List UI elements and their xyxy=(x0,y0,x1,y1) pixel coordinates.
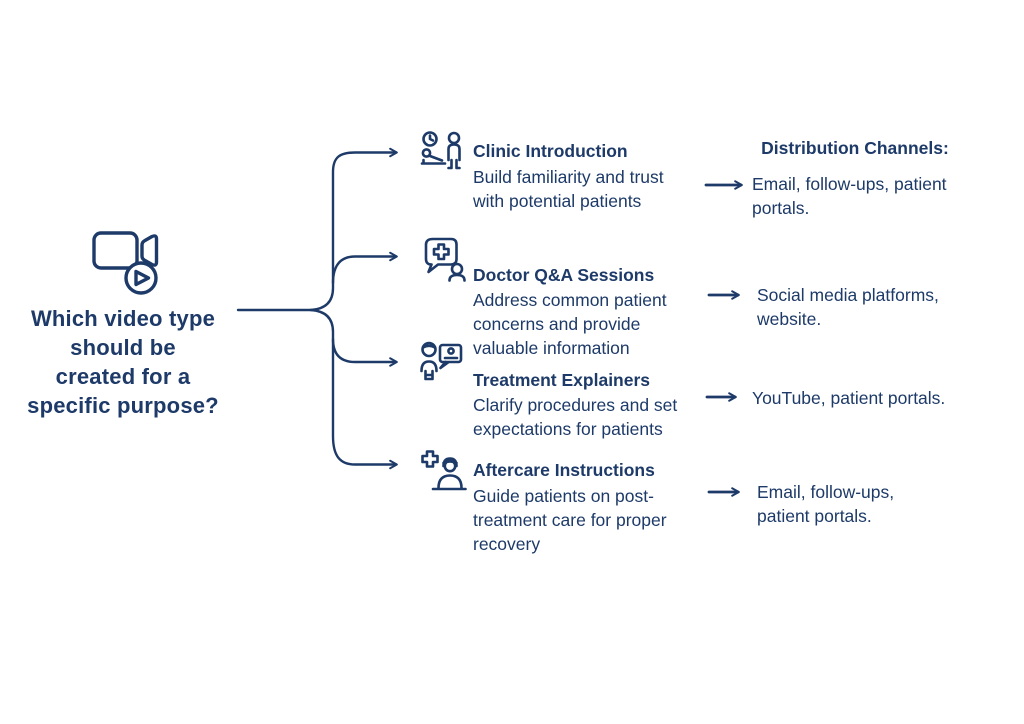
item-description: Guide patients on post- treatment care f… xyxy=(473,484,667,556)
nurse-medical-cross-icon xyxy=(419,448,469,498)
doctor-presentation-icon xyxy=(417,339,467,389)
item-description-line: Build familiarity and trust xyxy=(473,167,664,187)
item-title: Clinic Introduction xyxy=(473,141,628,161)
channel-entry-line: portals. xyxy=(752,198,810,218)
item-title: Aftercare Instructions xyxy=(473,460,655,480)
item-description-line: Address common patient xyxy=(473,290,667,310)
topic-title-line: specific purpose? xyxy=(27,393,219,418)
video-play-icon xyxy=(90,222,172,300)
channel-entry: Social media platforms, website. xyxy=(757,283,939,331)
item-title: Treatment Explainers xyxy=(473,370,651,390)
item-description-line: with potential patients xyxy=(473,191,642,211)
channel-entry-line: patient portals. xyxy=(757,506,872,526)
channel-entry-line: website. xyxy=(757,309,822,329)
item-description-line: concerns and provide xyxy=(473,314,641,334)
item-description-line: recovery xyxy=(473,534,541,554)
item-description-line: treatment care for proper xyxy=(473,510,667,530)
branch-1 xyxy=(309,147,398,312)
item-description-line: Guide patients on post- xyxy=(473,486,654,506)
item-description-line: valuable information xyxy=(473,338,630,358)
item-title: Doctor Q&A Sessions xyxy=(473,265,655,285)
channel-entry-line: Email, follow-ups, xyxy=(757,482,895,502)
topic-title: Which video type should be created for a… xyxy=(10,304,236,420)
item-description: Address common patient concerns and prov… xyxy=(473,288,667,360)
item-description: Build familiarity and trust with potenti… xyxy=(473,165,664,213)
clinic-waiting-room-icon xyxy=(419,129,469,179)
branch-3 xyxy=(331,337,398,367)
channel-entry: Email, follow-ups, patient portals. xyxy=(757,480,894,528)
medical-chat-bubble-icon xyxy=(420,235,470,285)
branch-2 xyxy=(331,251,398,285)
channel-entry: Email, follow-ups, patient portals. xyxy=(752,172,947,220)
branch-4 xyxy=(309,308,398,470)
channel-entry-line: Email, follow-ups, patient xyxy=(752,174,947,194)
topic-title-line: should be xyxy=(70,335,176,360)
item-description-line: expectations for patients xyxy=(473,419,663,439)
channel-entry-line: Social media platforms, xyxy=(757,285,939,305)
item-description-line: Clarify procedures and set xyxy=(473,395,678,415)
channel-entry-line: YouTube, patient portals. xyxy=(752,388,946,408)
topic-title-line: Which video type xyxy=(30,306,216,331)
distribution-channels-header: Distribution Channels: xyxy=(761,138,949,158)
item-description: Clarify procedures and set expectations … xyxy=(473,393,677,441)
channel-entry: YouTube, patient portals. xyxy=(752,386,945,410)
topic-title-line: created for a xyxy=(55,364,191,389)
